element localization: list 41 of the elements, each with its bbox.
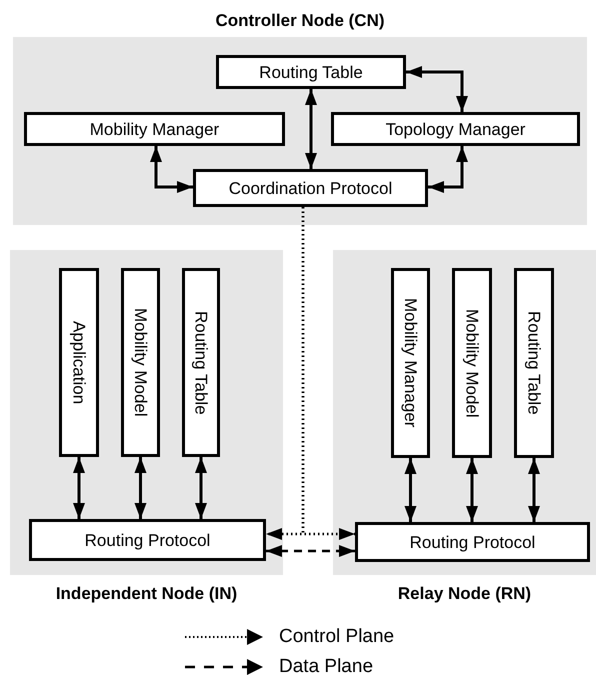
component-box [121, 268, 160, 457]
arrow [305, 89, 317, 169]
arrow [134, 457, 146, 519]
component-box [391, 268, 430, 458]
component-box [355, 522, 590, 562]
arrow [428, 146, 468, 193]
component-label: Application [70, 320, 88, 404]
arrow [150, 146, 193, 193]
arrow [528, 458, 540, 522]
group-heading: Relay Node (RN) [396, 582, 532, 604]
group-heading: Independent Node (IN) [54, 582, 238, 604]
component-label: Routing Table [526, 311, 542, 415]
arrow [406, 66, 468, 112]
component-label: Routing Table [192, 310, 210, 414]
legend-label: Data Plane [279, 655, 374, 675]
component-label: Mobility Model [464, 308, 480, 418]
component-box [452, 268, 492, 458]
dashed-arrow [266, 545, 355, 557]
component-label: Topology Manager [386, 120, 526, 138]
component-label: Coordination Protocol [228, 180, 392, 196]
component-box [216, 55, 406, 89]
arrow [73, 457, 85, 519]
component-box [193, 169, 428, 207]
component-box [514, 268, 554, 458]
component-label: Routing Table [259, 64, 363, 80]
component-label: Mobility Model [132, 308, 149, 417]
component-label: Mobility Manager [402, 298, 419, 428]
component-label: Routing Protocol [84, 532, 210, 548]
legend-label: Control Plane [279, 625, 394, 649]
arrow [195, 457, 207, 519]
arrow [466, 458, 478, 522]
dotted-arrow [302, 207, 355, 540]
component-box [331, 112, 580, 146]
component-box [182, 268, 220, 457]
component-box [24, 112, 285, 146]
group-heading: Controller Node (CN) [214, 10, 386, 32]
component-box [59, 268, 99, 457]
component-box [29, 519, 266, 561]
component-label: Routing Protocol [410, 534, 536, 550]
component-label: Mobility Manager [90, 120, 220, 138]
arrow [404, 458, 416, 522]
